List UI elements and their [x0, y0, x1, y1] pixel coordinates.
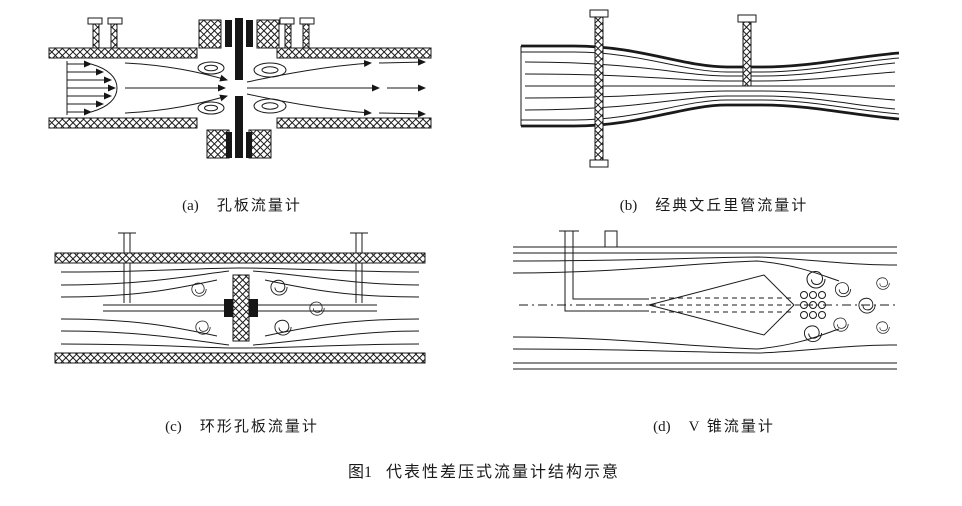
caption-title: 代表性差压式流量计结构示意 — [386, 464, 621, 481]
panel-a-title: 孔板流量计 — [216, 198, 302, 214]
pressure-tap-left — [87, 17, 123, 49]
panel-c-title: 环形孔板流量计 — [199, 419, 319, 435]
venturi-tube-flowmeter-diagram — [520, 9, 900, 168]
panel-c-tag: (c) — [165, 419, 182, 435]
vortex-swirls — [800, 271, 890, 343]
annular-orifice-flowmeter-diagram — [54, 232, 426, 364]
figure-caption: 图1 代表性差压式流量计结构示意 — [6, 458, 962, 482]
panel-a-label: (a) 孔板流量计 — [182, 197, 302, 215]
panel-d: (d) V 锥流量计 — [478, 227, 950, 436]
panel-d-tag: (d) — [653, 419, 671, 435]
panel-a: (a) 孔板流量计 — [6, 6, 478, 215]
pressure-tap-right — [279, 17, 315, 49]
panel-c: (c) 环形孔板流量计 — [6, 227, 478, 436]
panel-b-tag: (b) — [619, 198, 638, 214]
streamlines — [512, 256, 898, 354]
panel-b: (b) 经典文丘里管流量计 — [478, 6, 950, 215]
panel-d-title: V 锥流量计 — [688, 419, 775, 435]
pressure-tap-inlet — [589, 9, 609, 168]
panel-c-label: (c) 环形孔板流量计 — [165, 418, 319, 436]
support-rod — [103, 304, 377, 312]
pipe-walls — [48, 47, 432, 129]
orifice-flange-assembly — [198, 18, 280, 159]
figure-grid: (a) 孔板流量计 — [6, 6, 962, 436]
pressure-tap — [559, 230, 649, 312]
flow-arrows — [66, 58, 426, 118]
streamlines — [524, 61, 896, 111]
annular-orifice-plate — [224, 274, 258, 342]
panel-b-title: 经典文丘里管流量计 — [655, 198, 809, 214]
pipe-walls — [54, 252, 426, 364]
panel-a-tag: (a) — [182, 198, 199, 214]
flowmeter-figure: (a) 孔板流量计 — [6, 6, 962, 482]
venturi-body — [520, 44, 900, 128]
v-cone-flowmeter-diagram — [512, 230, 898, 370]
orifice-plate-flowmeter-diagram — [48, 17, 432, 159]
pressure-tap-throat — [737, 14, 757, 87]
recirculation-eddies — [197, 61, 287, 115]
caption-number: 图1 — [347, 464, 372, 481]
v-cone — [647, 274, 799, 336]
pipe-walls — [513, 246, 897, 370]
streamlines — [60, 267, 420, 349]
panel-b-label: (b) 经典文丘里管流量计 — [620, 197, 809, 215]
panel-d-label: (d) V 锥流量计 — [653, 418, 775, 436]
